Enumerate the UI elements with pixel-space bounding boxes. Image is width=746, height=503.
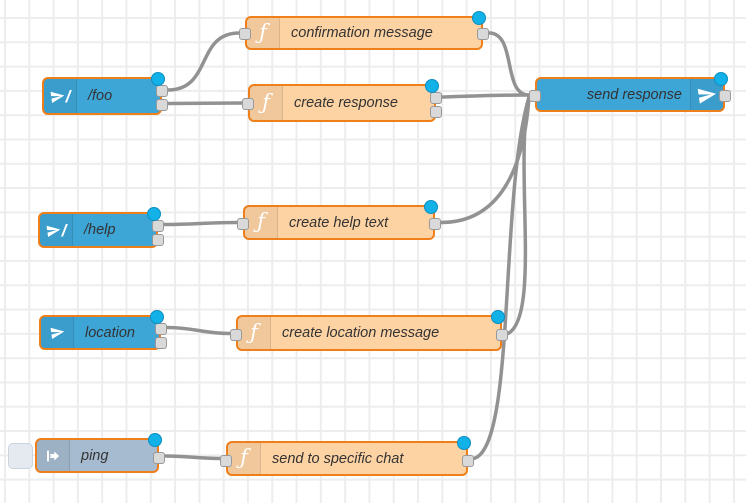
node-label: confirmation message [291,25,433,41]
node-label: /foo [88,88,113,104]
paper-plane-slash-icon: / [44,79,77,113]
node-location[interactable]: location [39,310,167,350]
node-label: send response [586,86,682,103]
node-create-help-text[interactable]: ƒ create help text [237,200,441,240]
output-port-2[interactable] [155,337,167,349]
function-f-icon: ƒ [238,317,271,349]
output-port-2[interactable] [430,106,442,118]
wire-create-location-message-to-send-response[interactable] [506,95,531,336]
inject-button[interactable] [8,443,33,469]
wire-confirmation-message-to-send-response[interactable] [487,31,531,97]
changed-indicator [472,11,486,25]
changed-indicator [424,200,438,214]
wire-send-to-specific-chat-to-send-response[interactable] [472,95,531,461]
output-port-1[interactable] [152,220,164,232]
paper-plane-icon [46,225,60,237]
node-send-to-specific-chat[interactable]: ƒ send to specific chat [220,436,474,476]
changed-indicator [150,310,164,324]
changed-indicator [147,207,161,221]
function-f-icon: ƒ [245,207,278,238]
output-port[interactable] [429,218,441,230]
input-port[interactable] [230,329,242,341]
output-port[interactable] [462,455,474,467]
node-label: /help [84,222,116,238]
input-port[interactable] [529,90,541,102]
wire-ping-to-send-to-specific-chat[interactable] [163,454,222,461]
node-label: create help text [289,214,389,231]
function-f-icon: ƒ [250,86,283,120]
output-port[interactable] [496,329,508,341]
function-f-icon: ƒ [228,443,261,474]
changed-indicator [491,310,505,324]
paper-plane-slash-icon: / [40,214,73,246]
node-label: create location message [282,325,440,341]
node-label: ping [81,447,109,464]
paper-plane-icon [697,88,717,104]
paper-plane-icon [50,91,64,103]
node-create-response[interactable]: ƒ create response [242,79,442,122]
node-confirmation-message[interactable]: ƒ confirmation message [239,11,489,50]
node-foo[interactable]: / /foo [42,72,168,115]
changed-indicator [425,79,439,93]
output-port[interactable] [153,452,165,464]
input-port[interactable] [242,98,254,110]
paper-plane-icon [50,327,64,339]
changed-indicator [151,72,165,86]
output-port-2[interactable] [156,99,168,111]
changed-indicator [714,72,728,86]
command-slash: / [61,220,67,240]
wire-foo-to-confirmation-message[interactable] [166,31,241,92]
node-ping[interactable]: ping [8,433,165,473]
command-slash: / [65,86,71,106]
node-create-location-message[interactable]: ƒ create location message [230,310,508,351]
inject-arrow-icon [37,440,70,471]
wire-help-to-create-help-text[interactable] [162,220,239,227]
output-port-1[interactable] [430,92,442,104]
output-port-1[interactable] [156,85,168,97]
node-label: send to specific chat [272,450,404,467]
function-f-icon: ƒ [247,18,280,48]
node-help[interactable]: / /help [38,207,164,248]
node-label: create response [294,95,398,111]
changed-indicator [148,433,162,447]
wire-foo-to-create-response[interactable] [166,101,244,106]
input-port[interactable] [239,28,251,40]
output-port[interactable] [477,28,489,40]
wire-location-to-create-location-message[interactable] [165,325,232,336]
inject-arrow-icon [47,450,59,461]
paper-plane-icon [41,317,74,348]
output-port[interactable] [719,90,731,102]
changed-indicator [457,436,471,450]
input-port[interactable] [237,218,249,230]
output-port-1[interactable] [155,323,167,335]
node-label: location [85,324,135,341]
output-port-2[interactable] [152,234,164,246]
input-port[interactable] [220,455,232,467]
node-send-response[interactable]: send response [529,72,731,112]
wire-create-response-to-send-response[interactable] [440,93,531,99]
